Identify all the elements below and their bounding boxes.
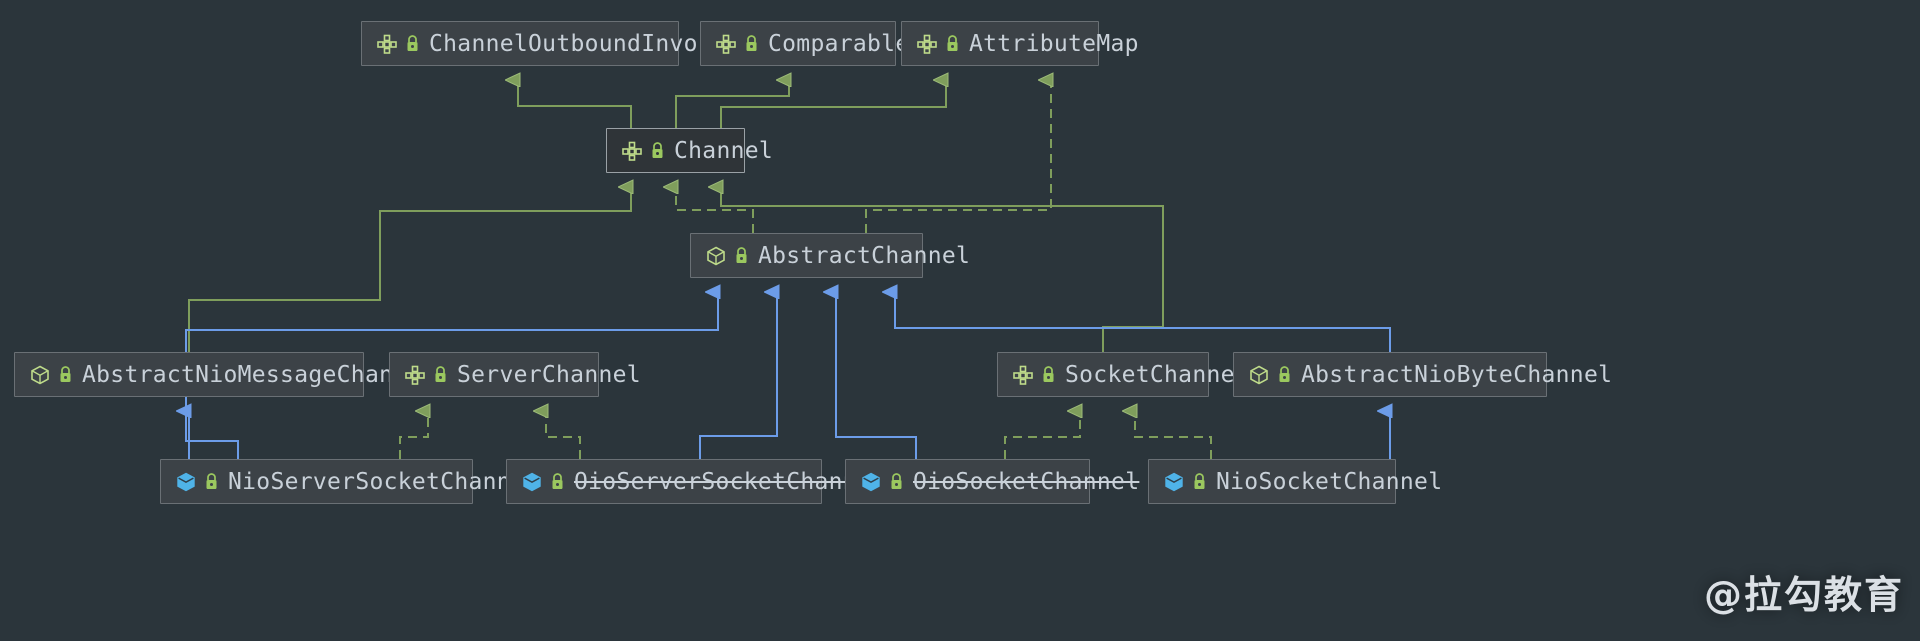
node-channeloutboundinvoker[interactable]: ChannelOutboundInvoker bbox=[361, 21, 740, 66]
edge-oiosocketchannel-to-socketchannel bbox=[1004, 411, 1080, 459]
class-icon bbox=[177, 472, 195, 491]
abstract-class-icon bbox=[707, 246, 725, 265]
abstract-class-icon bbox=[1250, 365, 1268, 384]
node-label: Channel bbox=[674, 137, 774, 164]
lock-icon bbox=[435, 366, 446, 382]
node-attributemap[interactable]: AttributeMap bbox=[901, 21, 1138, 66]
node-label: AttributeMap bbox=[969, 30, 1139, 57]
interface-icon bbox=[622, 141, 642, 161]
node-label: NioSocketChannel bbox=[1216, 468, 1443, 495]
edge-abstractniomessagechannel-to-channel bbox=[188, 187, 631, 352]
edge-channel-to-channeloutboundinvoker bbox=[518, 80, 632, 128]
edge-abstractniobytechannel-to-abstractchannel bbox=[895, 292, 1391, 352]
lock-icon bbox=[947, 35, 958, 51]
class-icon bbox=[862, 472, 880, 491]
lock-icon bbox=[206, 473, 217, 489]
lock-icon bbox=[1043, 366, 1054, 382]
node-oioserversocketchannel[interactable]: OioServerSocketChannel bbox=[506, 459, 885, 504]
interface-icon bbox=[377, 34, 397, 54]
lock-icon bbox=[891, 473, 902, 489]
lock-icon bbox=[60, 366, 71, 382]
node-label: OioServerSocketChannel bbox=[574, 468, 886, 495]
edge-oiosocketchannel-to-abstractchannel bbox=[836, 292, 917, 459]
interface-icon bbox=[917, 34, 937, 54]
node-label: AbstractChannel bbox=[758, 242, 971, 269]
edge-niosocketchannel-to-socketchannel bbox=[1135, 411, 1212, 459]
node-abstractniomessagechannel[interactable]: AbstractNioMessageChannel bbox=[14, 352, 435, 397]
node-label: ServerChannel bbox=[457, 361, 641, 388]
node-label: SocketChannel bbox=[1065, 361, 1249, 388]
lock-icon bbox=[407, 35, 418, 51]
edge-nioserversocketchannel-to-serverchannel bbox=[399, 411, 428, 459]
node-label: AbstractNioMessageChannel bbox=[82, 361, 436, 388]
node-label: ChannelOutboundInvoker bbox=[429, 30, 741, 57]
edge-channel-to-attributemap bbox=[720, 80, 946, 128]
edge-abstractchannel-to-attributemap bbox=[865, 80, 1051, 233]
node-abstractniobytechannel[interactable]: AbstractNioByteChannel bbox=[1233, 352, 1612, 397]
lock-icon bbox=[736, 247, 747, 263]
lock-icon bbox=[1194, 473, 1205, 489]
lock-icon bbox=[552, 473, 563, 489]
node-nioserversocketchannel[interactable]: NioServerSocketChannel bbox=[160, 459, 539, 504]
interface-icon bbox=[1013, 365, 1033, 385]
node-comparable[interactable]: Comparable bbox=[700, 21, 909, 66]
node-label: NioServerSocketChannel bbox=[228, 468, 540, 495]
interface-icon bbox=[405, 365, 425, 385]
edge-abstractchannel-to-channel bbox=[676, 187, 754, 233]
interface-icon bbox=[716, 34, 736, 54]
node-socketchannel[interactable]: SocketChannel bbox=[997, 352, 1249, 397]
class-icon bbox=[1165, 472, 1183, 491]
edge-oioserversocketchannel-to-serverchannel bbox=[546, 411, 581, 459]
class-icon bbox=[523, 472, 541, 491]
edge-channel-to-comparable bbox=[675, 80, 789, 128]
lock-icon bbox=[1279, 366, 1290, 382]
node-label: AbstractNioByteChannel bbox=[1301, 361, 1613, 388]
lock-icon bbox=[746, 35, 757, 51]
node-channel[interactable]: Channel bbox=[606, 128, 773, 173]
lock-icon bbox=[652, 142, 663, 158]
edge-socketchannel-to-channel bbox=[721, 187, 1164, 352]
abstract-class-icon bbox=[31, 365, 49, 384]
node-serverchannel[interactable]: ServerChannel bbox=[389, 352, 641, 397]
node-oiosocketchannel[interactable]: OioSocketChannel bbox=[845, 459, 1139, 504]
node-niosocketchannel[interactable]: NioSocketChannel bbox=[1148, 459, 1442, 504]
node-label: Comparable bbox=[768, 30, 910, 57]
node-label: OioSocketChannel bbox=[913, 468, 1140, 495]
edge-oioserversocketchannel-to-abstractchannel bbox=[699, 292, 777, 459]
node-abstractchannel[interactable]: AbstractChannel bbox=[690, 233, 970, 278]
